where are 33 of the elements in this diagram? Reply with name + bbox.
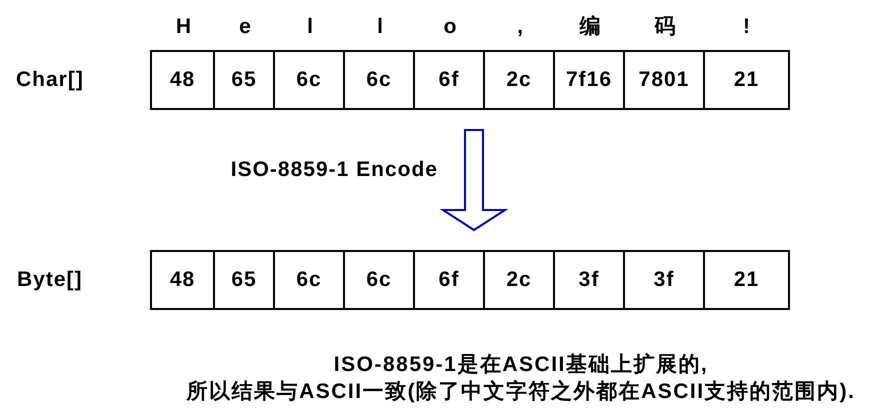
edge-label: ISO-8859-1 Encode (230, 158, 438, 182)
hex-value: 7801 (638, 68, 690, 92)
hex-value: 65 (231, 68, 257, 92)
hex-value: 7f16 (566, 68, 612, 92)
hex-value: 3f (578, 268, 600, 292)
hex-value: 6f (438, 68, 460, 92)
hex-value: 6f (438, 268, 460, 292)
character-label: 编 (580, 15, 600, 39)
character-label: ! (743, 15, 750, 39)
hex-value: 2c (506, 268, 532, 292)
hex-value: 6c (366, 268, 392, 292)
character-label: e (239, 15, 251, 39)
hex-value: 6c (366, 68, 392, 92)
hex-value: 21 (734, 68, 760, 92)
character-label: 码 (654, 15, 676, 39)
character-label: l (307, 15, 313, 39)
array-label: Char[] (16, 68, 84, 92)
character-label: H (176, 15, 192, 39)
hex-value: 48 (170, 68, 196, 92)
hex-value: 6c (296, 68, 322, 92)
hex-value: 6c (296, 268, 322, 292)
block-arrow (440, 129, 508, 232)
hex-value: 65 (231, 268, 257, 292)
hex-value: 2c (506, 68, 532, 92)
character-label: , (517, 15, 523, 39)
hex-value: 21 (734, 268, 760, 292)
note-text: ISO-8859-1是在ASCII基础上扩展的, (334, 353, 708, 377)
hex-value: 48 (170, 268, 196, 292)
array-label: Byte[] (17, 268, 83, 292)
character-label: o (444, 15, 456, 39)
hex-value: 3f (654, 268, 674, 292)
character-label: l (377, 15, 383, 39)
note-text: 所以结果与ASCII一致(除了中文字符之外都在ASCII支持的范围内). (186, 380, 856, 404)
